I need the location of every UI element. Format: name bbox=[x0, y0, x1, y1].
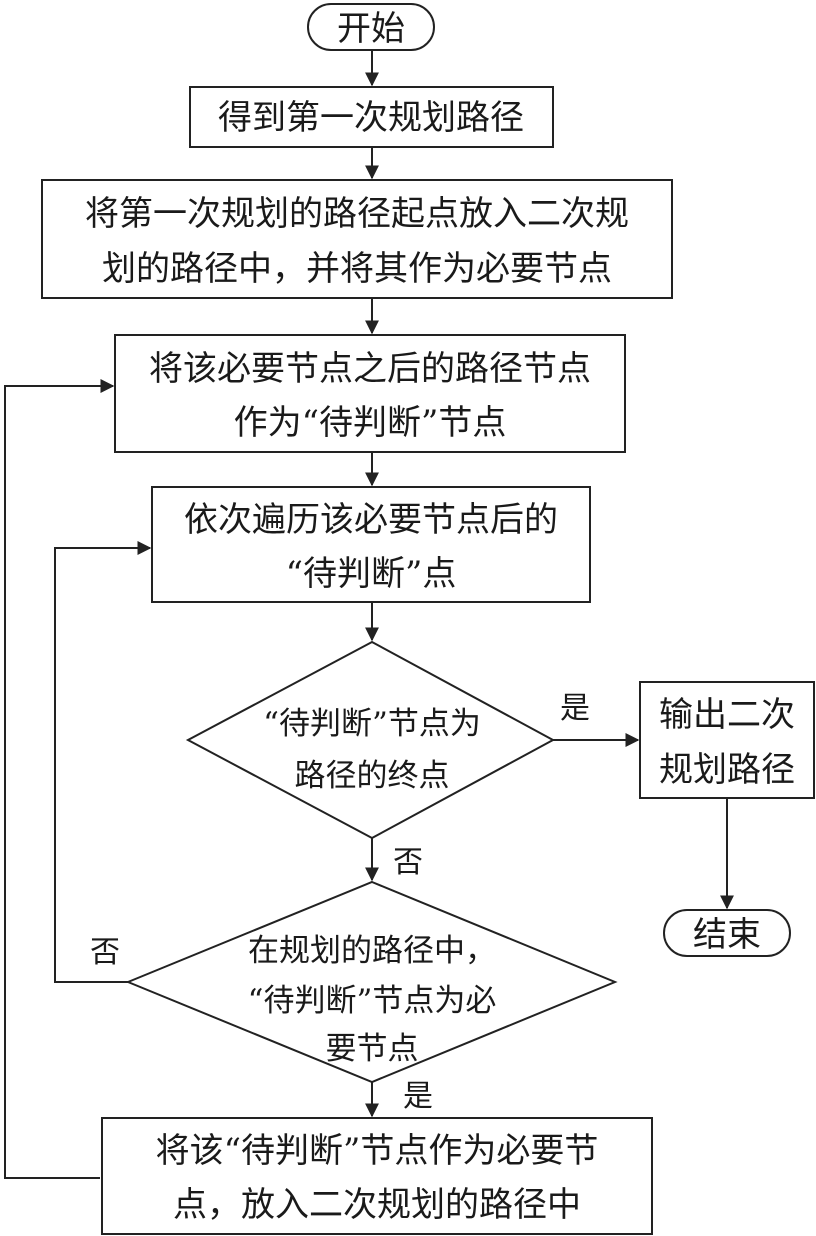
put-start-line-1: 将第一次规划的路径起点放入二次规 bbox=[85, 194, 629, 234]
is-end-no-label: 否 bbox=[393, 845, 423, 880]
node-is-end: “待判断”节点为 路径的终点 bbox=[185, 640, 556, 840]
make-required-line-1: 将该“待判断”节点作为必要节 bbox=[156, 1131, 599, 1171]
node-end: 结束 bbox=[663, 909, 791, 957]
edge-is-required-no-loop bbox=[54, 541, 152, 983]
put-start-box bbox=[41, 179, 673, 299]
is-required-no-label: 否 bbox=[90, 935, 120, 970]
traverse-line-2: “待判断”点 bbox=[286, 554, 457, 594]
edges bbox=[4, 50, 734, 1179]
edge-make-required-loop bbox=[4, 379, 115, 1179]
is-required-yes-label: 是 bbox=[403, 1079, 433, 1114]
traverse-line-1: 依次遍历该必要节点后的 bbox=[184, 500, 558, 540]
is-required-line-3: 要节点 bbox=[326, 1031, 419, 1067]
node-is-required: 在规划的路径中， “待判断”节点为必 要节点 bbox=[125, 880, 618, 1084]
output-box bbox=[639, 681, 815, 799]
mark-pending-box bbox=[114, 334, 626, 453]
is-end-line-1: “待判断”节点为 bbox=[263, 706, 481, 742]
end-label: 结束 bbox=[693, 915, 761, 955]
is-end-yes-label: 是 bbox=[560, 691, 590, 726]
is-required-decision bbox=[125, 880, 618, 1084]
node-first-path: 得到第一次规划路径 bbox=[189, 86, 554, 148]
node-put-start: 将第一次规划的路径起点放入二次规 划的路径中，并将其作为必要节点 bbox=[41, 179, 673, 299]
node-make-required: 将该“待判断”节点作为必要节 点，放入二次规划的路径中 bbox=[101, 1117, 653, 1235]
end-terminal bbox=[663, 909, 791, 957]
first-path-label: 得到第一次规划路径 bbox=[218, 98, 524, 138]
is-required-line-1: 在规划的路径中， bbox=[248, 933, 496, 969]
node-traverse: 依次遍历该必要节点后的 “待判断”点 bbox=[151, 486, 591, 603]
node-mark-pending: 将该必要节点之后的路径节点 作为“待判断”节点 bbox=[114, 334, 626, 453]
make-required-line-2: 点，放入二次规划的路径中 bbox=[173, 1185, 581, 1225]
mark-pending-line-2: 作为“待判断”节点 bbox=[234, 403, 507, 443]
start-label: 开始 bbox=[337, 9, 405, 49]
is-end-decision bbox=[185, 640, 556, 840]
put-start-line-2: 划的路径中，并将其作为必要节点 bbox=[102, 249, 612, 289]
first-path-box bbox=[189, 86, 554, 148]
node-start: 开始 bbox=[307, 3, 435, 51]
is-required-line-2: “待判断”节点为必 bbox=[248, 983, 497, 1019]
node-output: 输出二次 规划路径 bbox=[639, 681, 815, 799]
is-end-line-2: 路径的终点 bbox=[295, 758, 450, 794]
mark-pending-line-1: 将该必要节点之后的路径节点 bbox=[149, 349, 591, 389]
traverse-box bbox=[151, 486, 591, 603]
output-line-1: 输出二次 bbox=[659, 695, 795, 735]
make-required-box bbox=[101, 1117, 653, 1235]
output-line-2: 规划路径 bbox=[659, 750, 795, 790]
start-terminal bbox=[307, 3, 435, 51]
